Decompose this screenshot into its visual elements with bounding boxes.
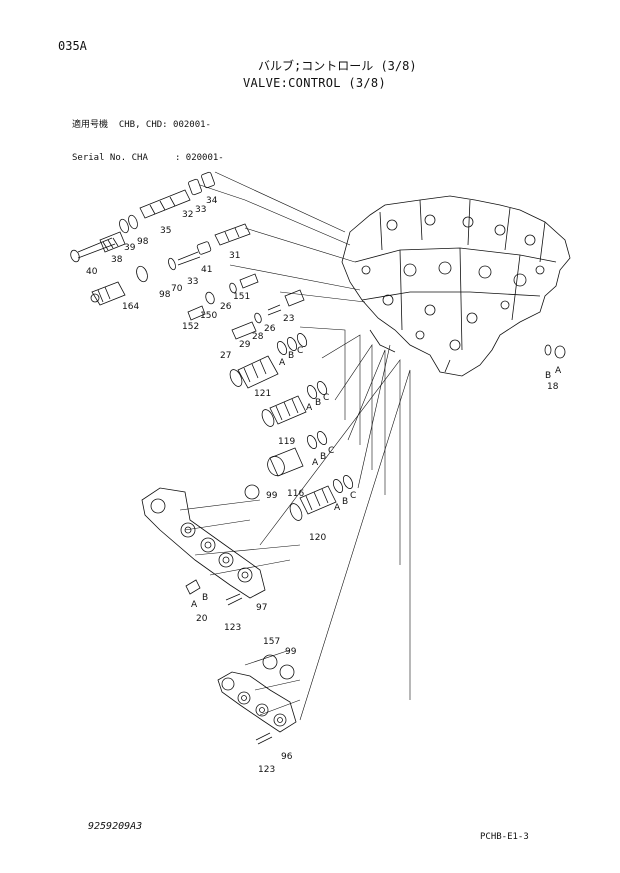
serial-applicability: 適用号機 CHB, CHD: 002001- Serial No. CHA : …	[72, 98, 224, 175]
port-label-c: C	[328, 446, 334, 456]
o-ring-99-lower	[279, 664, 295, 680]
callout-26: 26	[220, 302, 232, 312]
port-label-c: C	[350, 491, 356, 501]
o-ring-157	[262, 654, 278, 670]
callout-34: 34	[206, 196, 218, 206]
callout-157: 157	[263, 637, 280, 647]
callout-150: 150	[200, 311, 217, 321]
port-label-a: A	[191, 600, 198, 610]
callout-28: 28	[252, 332, 264, 342]
port-label-c: C	[323, 393, 329, 403]
spool-assembly-upper	[70, 171, 215, 263]
callout-33b: 33	[187, 277, 198, 287]
callout-20: 20	[196, 614, 208, 624]
callout-164: 164	[122, 302, 139, 312]
page-title-en: VALVE:CONTROL (3/8)	[243, 76, 386, 90]
spool-assembly-lower	[187, 273, 305, 340]
callout-70: 70	[171, 284, 183, 294]
callout-151: 151	[233, 292, 250, 302]
spool-assembly-middle	[90, 223, 251, 306]
callout-27: 27	[220, 351, 231, 361]
callout-121: 121	[254, 389, 271, 399]
o-ring-99-upper	[244, 484, 260, 500]
callout-97: 97	[256, 603, 267, 613]
serial-line-1: 適用号機 CHB, CHD: 002001-	[72, 120, 211, 130]
control-valve-body	[341, 195, 571, 377]
callout-99b: 99	[285, 647, 297, 657]
page-code: PCHB-E1-3	[480, 832, 529, 842]
port-label-c: C	[297, 346, 303, 356]
callout-40: 40	[86, 267, 98, 277]
port-label-b: B	[202, 593, 208, 603]
port-label-a: A	[279, 358, 286, 368]
plug-assembly-120	[289, 475, 354, 521]
plug-18	[544, 344, 566, 359]
port-label-b: B	[320, 452, 326, 462]
callout-96: 96	[281, 752, 293, 762]
callout-labels: 34 32 33 35 39 98 38 40 31 41 33 70 98 1…	[86, 196, 562, 775]
callout-26b: 26	[264, 324, 276, 334]
callout-35: 35	[160, 226, 171, 236]
port-label-b: B	[315, 398, 321, 408]
plug-assembly-119	[261, 381, 328, 427]
leader-lines	[179, 171, 411, 721]
plug-assembly-121	[229, 333, 308, 389]
callout-29: 29	[239, 340, 251, 350]
callout-98b: 98	[159, 290, 171, 300]
page-title-jp: バルブ;コントロール (3/8)	[258, 59, 417, 73]
callout-31: 31	[229, 251, 240, 261]
callout-38: 38	[111, 255, 123, 265]
port-label-a: A	[312, 458, 319, 468]
callout-18: 18	[547, 382, 559, 392]
plug-assembly-116	[267, 431, 328, 477]
callout-33: 33	[195, 205, 206, 215]
cover-plate-97	[141, 484, 266, 606]
port-label-a: A	[306, 403, 313, 413]
callout-23: 23	[283, 314, 294, 324]
callout-99: 99	[266, 491, 278, 501]
callout-123: 123	[224, 623, 241, 633]
callout-123b: 123	[258, 765, 275, 775]
port-label-b: B	[545, 371, 551, 381]
callout-41: 41	[201, 265, 212, 275]
cover-plate-96	[217, 654, 297, 745]
port-label-b: B	[288, 351, 294, 361]
port-label-a: A	[334, 503, 341, 513]
callout-120: 120	[309, 533, 326, 543]
document-code: 9259209A3	[88, 821, 143, 832]
port-label-a: A	[555, 366, 562, 376]
callout-152: 152	[182, 322, 199, 332]
page-id: 035A	[58, 39, 87, 53]
callout-98: 98	[137, 237, 149, 247]
callout-32: 32	[182, 210, 193, 220]
callout-116: 116	[287, 489, 304, 499]
port-label-b: B	[342, 497, 348, 507]
callout-39: 39	[124, 243, 136, 253]
serial-line-2: Serial No. CHA : 020001-	[72, 153, 224, 163]
callout-119: 119	[278, 437, 295, 447]
